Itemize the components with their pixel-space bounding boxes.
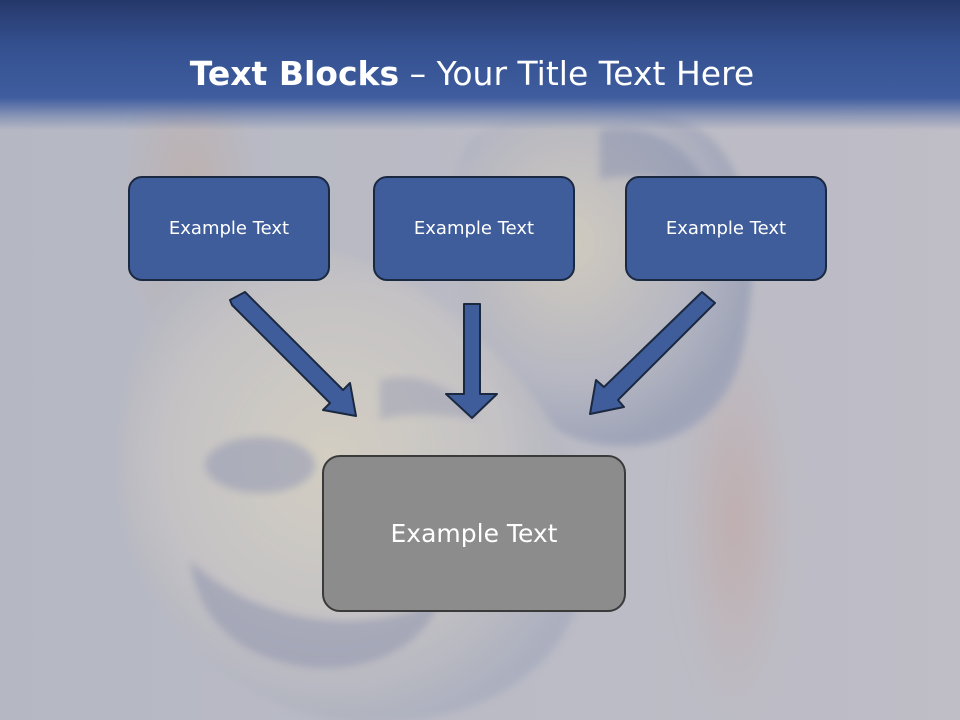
text-block-3[interactable]: Example Text	[625, 176, 827, 281]
text-block-1[interactable]: Example Text	[128, 176, 330, 281]
arrow-down-right[interactable]	[229, 291, 357, 417]
header-bar	[0, 0, 960, 130]
text-block-2[interactable]: Example Text	[373, 176, 575, 281]
main-text-block[interactable]: Example Text	[322, 455, 626, 612]
title-rest-part: – Your Title Text Here	[399, 54, 755, 93]
slide-title: Text Blocks – Your Title Text Here	[0, 52, 944, 96]
arrow-down[interactable]	[445, 303, 498, 419]
title-bold-part: Text Blocks	[189, 54, 400, 93]
arrow-down-left[interactable]	[589, 291, 716, 415]
